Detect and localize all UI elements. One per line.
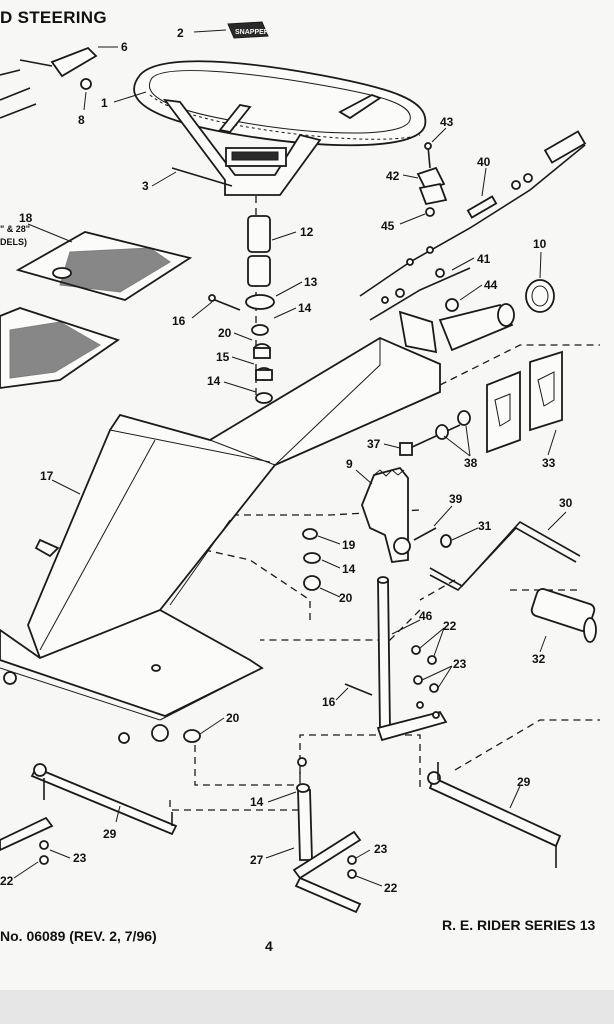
callout-45: 45 bbox=[381, 219, 395, 233]
callout-labels: 2 6 1 8 3 43 40 42 45 18 12 10 41 13 44 … bbox=[0, 26, 573, 895]
callout-44: 44 bbox=[484, 278, 498, 292]
cable-bracket bbox=[416, 142, 448, 217]
steering-cable bbox=[359, 130, 587, 321]
callout-14-upper: 14 bbox=[298, 301, 312, 315]
callout-18: 18 bbox=[19, 211, 33, 225]
callout-19: 19 bbox=[342, 538, 356, 552]
callout-leaders bbox=[13, 29, 567, 887]
model-note-line-1: " & 28" bbox=[0, 224, 31, 234]
callout-37: 37 bbox=[367, 437, 381, 451]
callout-3: 3 bbox=[142, 179, 149, 193]
seal-10 bbox=[525, 279, 555, 313]
handle-6 bbox=[0, 46, 98, 119]
parts-diagram-page: SNAPPER bbox=[0, 0, 614, 990]
callout-16-upper: 16 bbox=[172, 314, 186, 328]
page-title: D STEERING bbox=[0, 8, 107, 27]
callout-33: 33 bbox=[542, 456, 556, 470]
callout-23-left: 23 bbox=[73, 851, 87, 865]
exploded-parts-diagram: SNAPPER bbox=[0, 21, 600, 914]
callout-29-left: 29 bbox=[103, 827, 117, 841]
pin-3 bbox=[171, 167, 233, 187]
callout-10: 10 bbox=[533, 237, 547, 251]
callout-14-lower: 14 bbox=[342, 562, 356, 576]
callout-20-lower: 20 bbox=[339, 591, 353, 605]
callout-8: 8 bbox=[78, 113, 85, 127]
callout-22-left: 22 bbox=[0, 874, 14, 888]
column-bushings bbox=[208, 215, 275, 404]
spindle-27 bbox=[292, 757, 362, 914]
manual-number: No. 06089 (REV. 2, 7/96) bbox=[0, 928, 157, 944]
steering-shaft-30 bbox=[429, 520, 597, 643]
callout-40: 40 bbox=[477, 155, 491, 169]
callout-41: 41 bbox=[477, 252, 491, 266]
callout-17: 17 bbox=[40, 469, 54, 483]
callout-14-bottom: 14 bbox=[250, 795, 264, 809]
callout-6: 6 bbox=[121, 40, 128, 54]
spacers-19-14-20 bbox=[151, 528, 321, 743]
callout-14-mid: 14 bbox=[207, 374, 221, 388]
steering-wheel bbox=[133, 60, 427, 196]
callout-20-bottom: 20 bbox=[226, 711, 240, 725]
callout-20-upper: 20 bbox=[218, 326, 232, 340]
series-label: R. E. RIDER SERIES 13 bbox=[442, 917, 596, 933]
model-note-line-2: DELS) bbox=[0, 237, 27, 247]
callout-13: 13 bbox=[304, 275, 318, 289]
callout-31: 31 bbox=[478, 519, 492, 533]
callout-42: 42 bbox=[386, 169, 400, 183]
floor-mats bbox=[0, 231, 193, 389]
callout-1: 1 bbox=[101, 96, 108, 110]
callout-9: 9 bbox=[346, 457, 353, 471]
steering-sector bbox=[361, 466, 452, 563]
callout-38: 38 bbox=[464, 456, 478, 470]
main-frame bbox=[0, 310, 441, 744]
tie-rods bbox=[30, 762, 562, 868]
tube-44 bbox=[438, 298, 515, 352]
callout-15: 15 bbox=[216, 350, 230, 364]
callout-22-upper: 22 bbox=[443, 619, 457, 633]
emblem-logo-text: SNAPPER bbox=[235, 29, 269, 36]
left-spindle-piece bbox=[0, 816, 54, 865]
callout-27: 27 bbox=[250, 853, 264, 867]
page-number: 4 bbox=[265, 938, 273, 954]
callout-12: 12 bbox=[300, 225, 314, 239]
callout-16-lower: 16 bbox=[322, 695, 336, 709]
callout-46: 46 bbox=[419, 609, 433, 623]
page-edge-shadow bbox=[0, 990, 614, 1024]
plates-33 bbox=[486, 350, 563, 454]
bolt-37 bbox=[399, 410, 471, 456]
callout-23-right: 23 bbox=[374, 842, 388, 856]
callout-22-right: 22 bbox=[384, 881, 398, 895]
callout-30: 30 bbox=[559, 496, 573, 510]
callout-29-right: 29 bbox=[517, 775, 531, 789]
callout-39: 39 bbox=[449, 492, 463, 506]
snapper-emblem: SNAPPER bbox=[227, 21, 269, 39]
callout-43: 43 bbox=[440, 115, 454, 129]
callout-2: 2 bbox=[177, 26, 184, 40]
shaft-46 bbox=[344, 576, 448, 742]
callout-32: 32 bbox=[532, 652, 546, 666]
callout-23-upper: 23 bbox=[453, 657, 467, 671]
